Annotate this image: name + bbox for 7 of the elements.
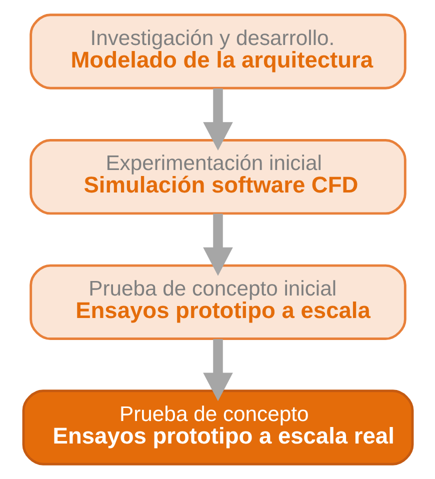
node-box: Investigación y desarrollo. Modelado de la arquitectura (29, 14, 406, 90)
arrow (202, 88, 232, 150)
arrow (202, 214, 232, 276)
arrow (202, 339, 232, 402)
node-box: Prueba de concepto Ensayos prototipo a escala real (22, 390, 414, 466)
node-box: Experimentación inicial Simulación software CFD (29, 139, 406, 215)
node-box: Prueba de concepto inicial Ensayos prototipo a escala (29, 264, 406, 340)
